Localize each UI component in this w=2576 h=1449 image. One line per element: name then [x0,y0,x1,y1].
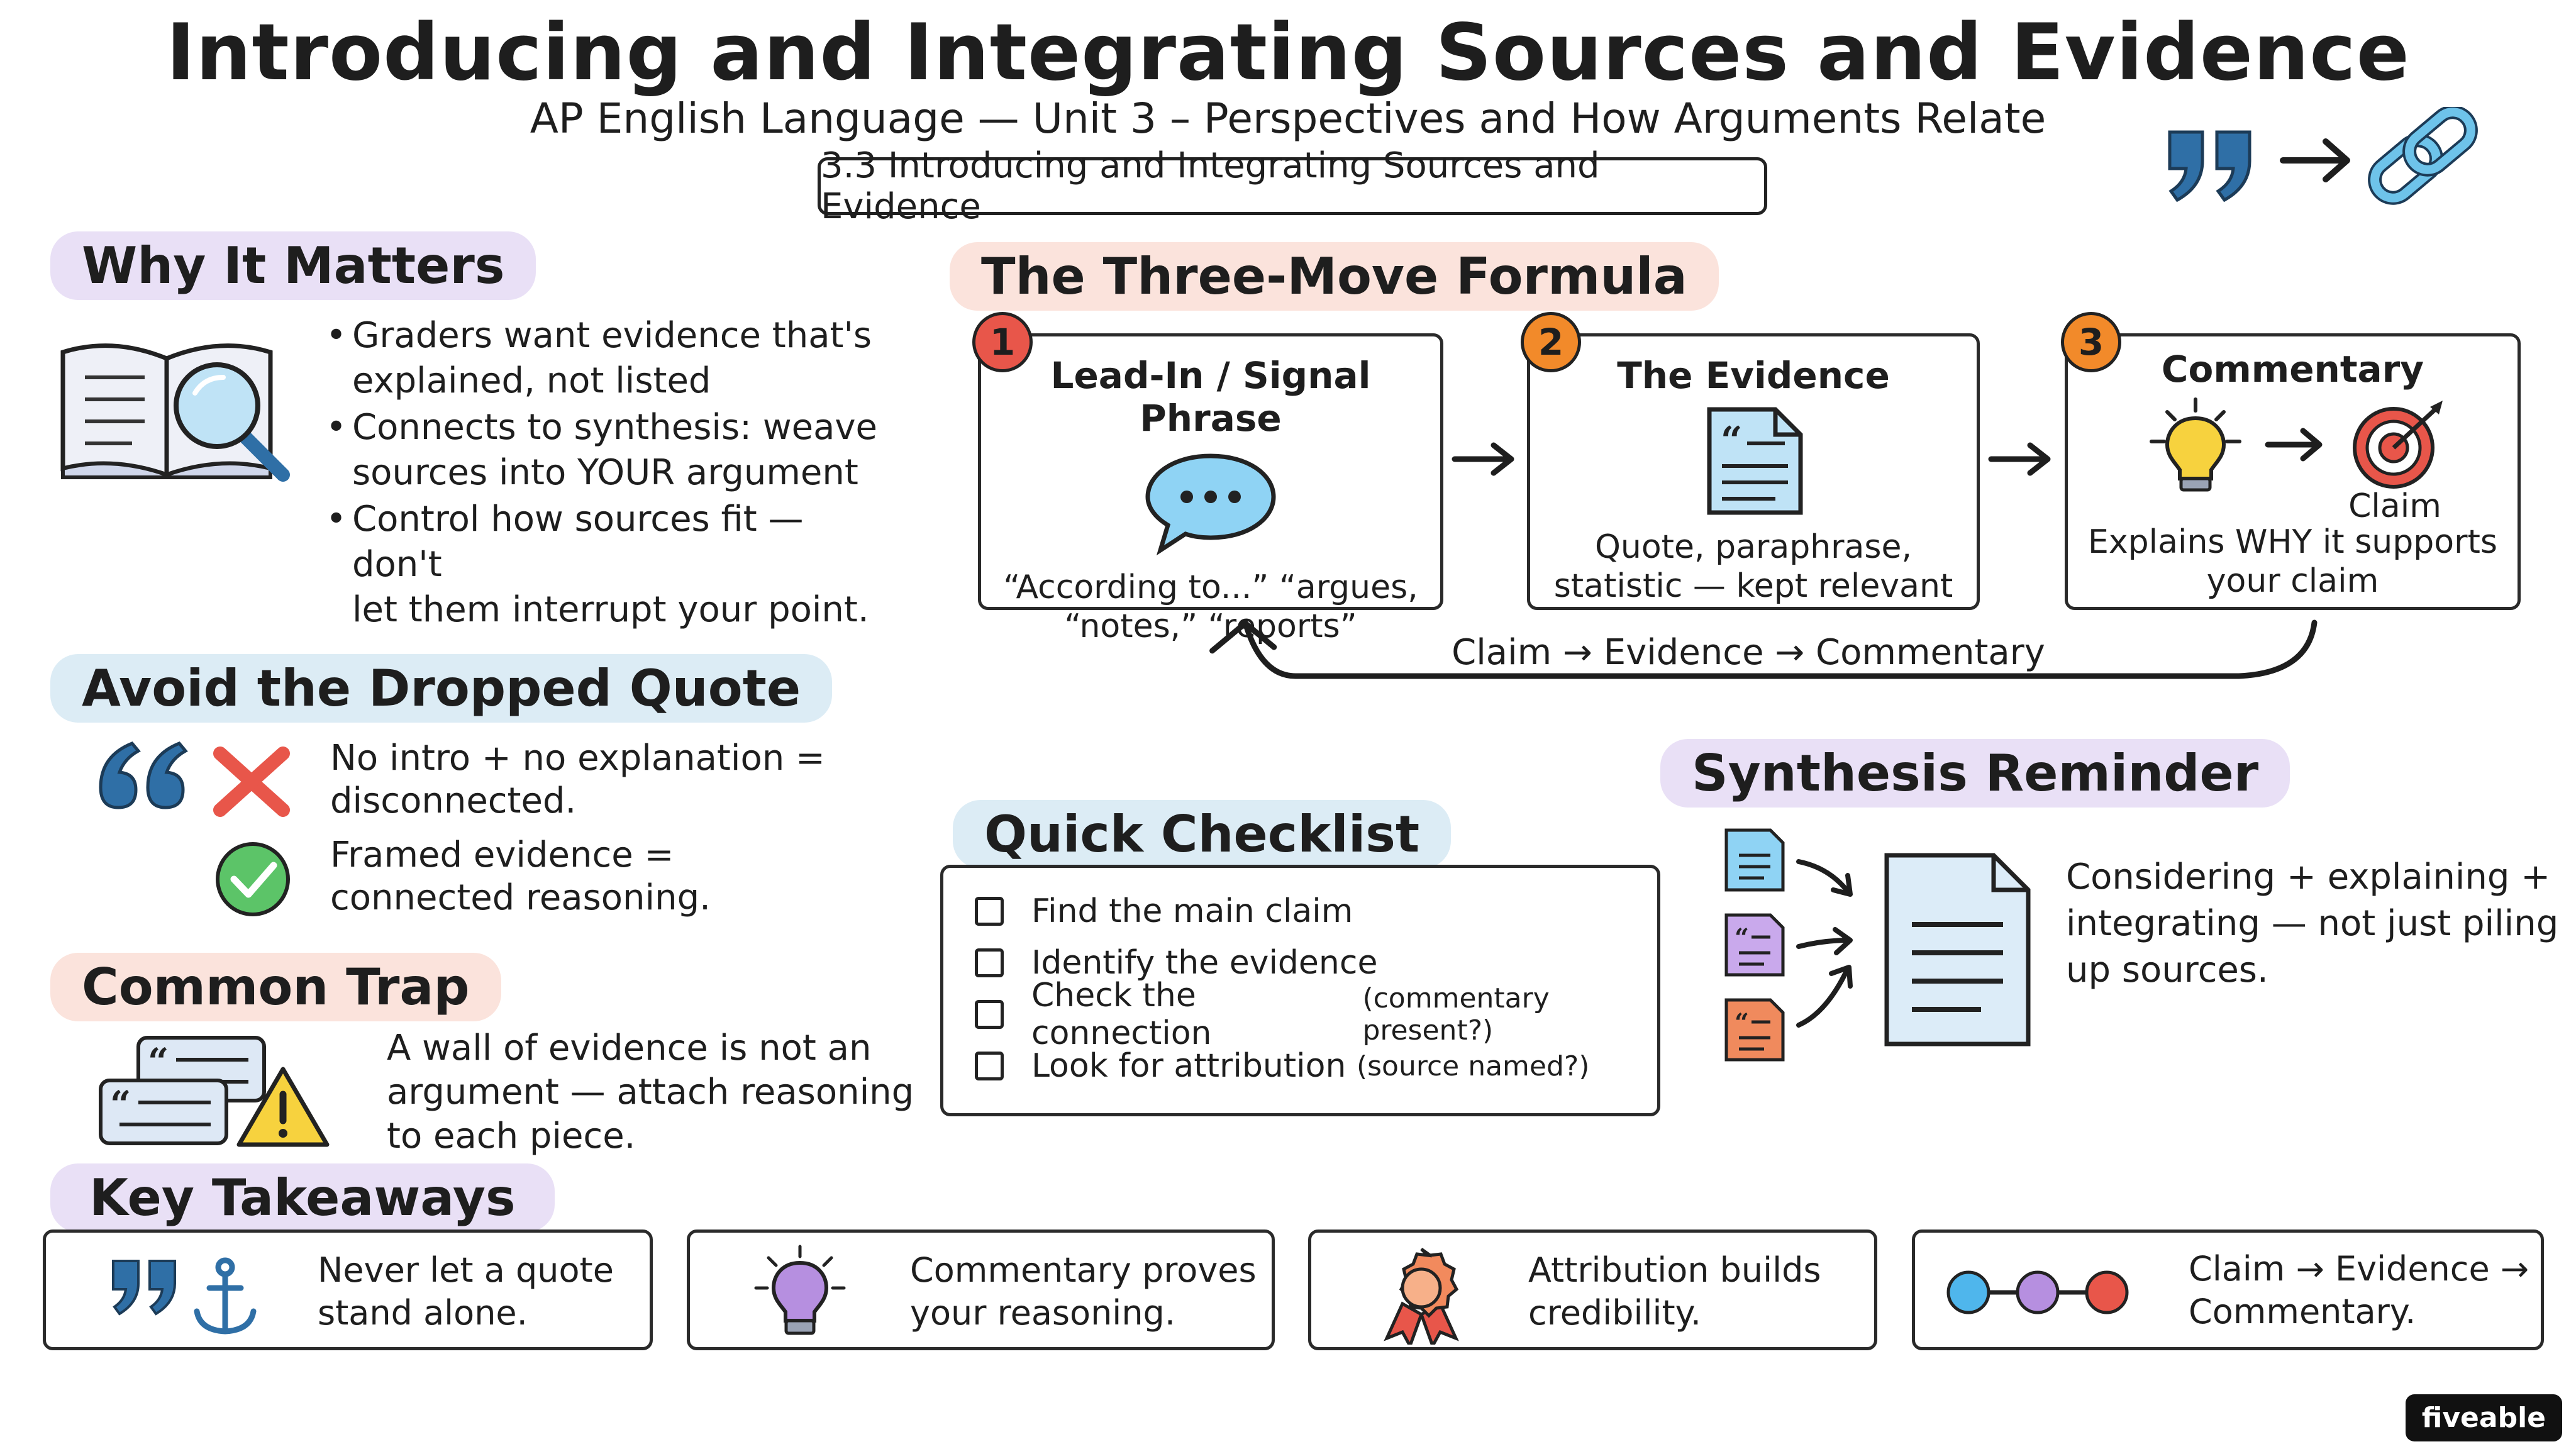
sources-to-document-icon: “ “ [1724,828,2031,1062]
dropped-heading: Avoid the Dropped Quote [50,654,833,723]
arrow-right-icon [1452,442,1514,476]
arrow-right-icon [1988,442,2051,476]
brand-logo: fiveable [2405,1394,2562,1441]
takeaways-heading: Key Takeaways [50,1163,555,1232]
page-title: Introducing and Integrating Sources and … [166,8,2410,98]
synthesis-text: Considering + explaining +integrating — … [2066,857,2559,991]
svg-text:“: “ [148,1040,169,1083]
move-3-badge: 3 [2061,312,2121,372]
svg-text:“: “ [1721,419,1743,463]
lightbulb-to-target-icon [2149,397,2443,492]
checklist-card: Find the main claim Identify the evidenc… [940,865,1660,1116]
chain-link-icon [2368,107,2478,205]
checklist-item[interactable]: Identify the evidence [975,937,1657,989]
claim-label: Claim [2348,487,2441,525]
move-2-badge: 2 [1521,312,1581,372]
move-3-title: Commentary [2161,348,2424,391]
book-magnifier-icon [60,343,290,482]
award-ribbon-icon [1384,1247,1459,1345]
move-1-badge: 1 [972,312,1033,372]
checkbox[interactable] [975,1000,1004,1029]
svg-text:“: “ [1735,923,1749,953]
checklist-item[interactable]: Look for attribution (source named?) [975,1040,1657,1092]
header-icons [2168,107,2478,205]
trap-heading: Common Trap [50,953,501,1021]
formula-heading: The Three-Move Formula [950,242,1719,311]
speech-bubble-icon [1145,453,1276,556]
checklist-item[interactable]: Find the main claim [975,886,1657,937]
quote-marks-icon [99,741,188,809]
checkbox[interactable] [975,1052,1004,1080]
arrow-right-icon [2280,138,2350,182]
svg-text:“: “ [110,1083,131,1126]
svg-text:“: “ [1735,1008,1749,1038]
checkbox[interactable] [975,897,1004,926]
move-3-card: Commentary Claim Explains WHY it support… [2065,333,2521,610]
check-circle-icon [216,842,290,916]
move-2-desc: Quote, paraphrase,statistic — kept relev… [1553,528,1953,605]
move-2-title: The Evidence [1617,354,1890,397]
connected-dots-icon [1946,1270,2129,1314]
loop-arrow [1209,619,2318,679]
checklist-heading: Quick Checklist [953,800,1452,869]
checkbox[interactable] [975,948,1004,977]
synthesis-heading: Synthesis Reminder [1660,739,2290,808]
checklist-item[interactable]: Check the connection (commentary present… [975,977,1657,1052]
move-1-desc: “According to...” “argues,“notes,” “repo… [1003,569,1418,645]
lesson-label: 3.3 Introducing and Integrating Sources … [818,145,1767,227]
quote-marks-icon [2168,130,2251,203]
loop-label: Claim → Evidence → Commentary [1446,632,2050,673]
move-1-card: Lead-In / Signal Phrase “According to...… [978,333,1443,645]
quoted-document-icon: “ [1707,407,1803,515]
dropped-quote-icons [99,741,290,916]
x-mark-icon [213,747,290,817]
dropped-good-text: Framed evidence =connected reasoning. [330,835,711,918]
warning-quotes-icon: “ “ [99,1036,330,1147]
takeaway-text: Claim → Evidence →Commentary. [2189,1249,2529,1331]
takeaway-card: Claim → Evidence →Commentary. [1912,1230,2544,1350]
move-2-card: The Evidence “ Quote, paraphrase,statist… [1527,333,1980,610]
dropped-bad-text: No intro + no explanation =disconnected. [330,738,825,821]
why-heading: Why It Matters [50,231,536,300]
lightbulb-icon [754,1245,846,1335]
quote-anchor-icon [112,1257,257,1335]
move-1-title: Lead-In / Signal Phrase [1050,354,1371,440]
page-subtitle: AP English Language — Unit 3 – Perspecti… [530,94,2046,143]
